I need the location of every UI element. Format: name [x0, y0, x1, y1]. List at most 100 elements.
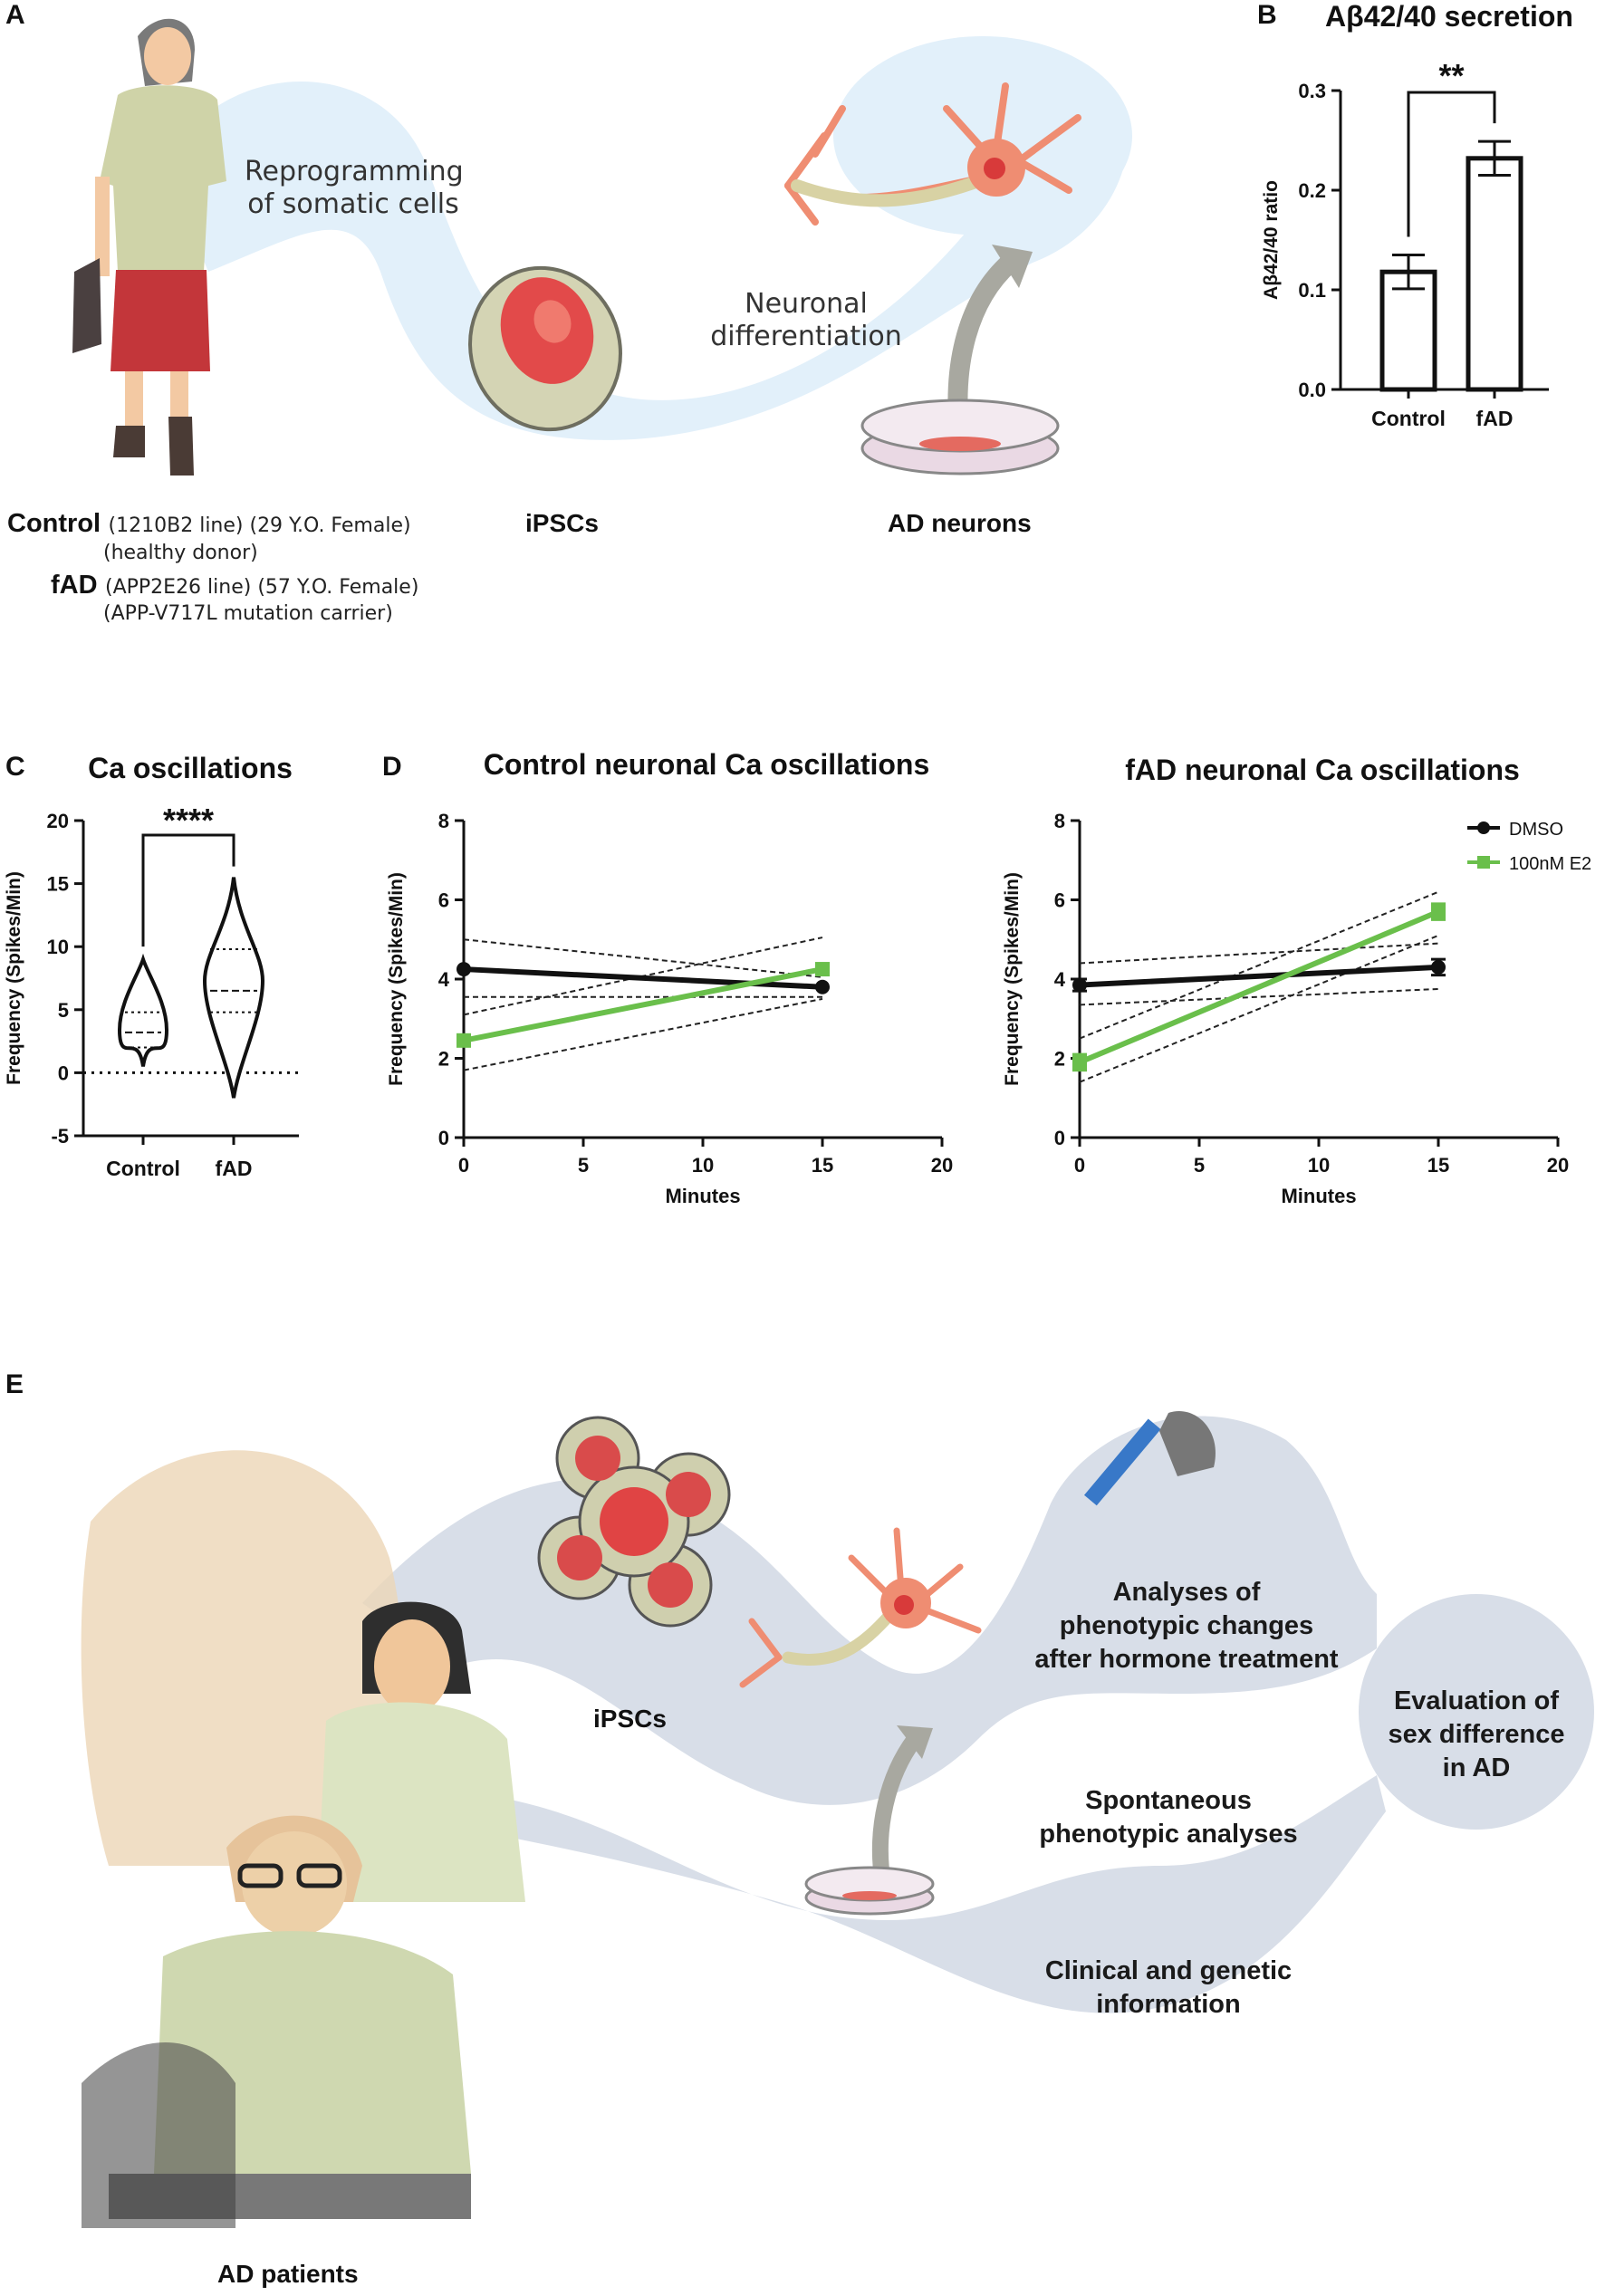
- control-line-1: (1210B2 line) (29 Y.O. Female): [108, 514, 411, 537]
- control-donor-figure: [72, 18, 226, 476]
- chart-d2-ytick-label: 4: [1054, 968, 1066, 991]
- chart-d1-xtick-label: 15: [812, 1154, 833, 1177]
- clinical-line-2: information: [1096, 1990, 1241, 2019]
- chart-d1-xtick-label: 0: [458, 1154, 469, 1177]
- chart-b-title: Aβ42/40 secretion: [1325, 0, 1573, 33]
- evaluation-line-3: in AD: [1442, 1753, 1511, 1782]
- chart-c-violin: [202, 877, 265, 1099]
- chart-d2-xtick-label: 5: [1194, 1154, 1205, 1177]
- axon-sheath: [791, 175, 985, 207]
- evaluation-line-1: Evaluation of: [1393, 1686, 1560, 1715]
- chart-d1-xtick-label: 5: [578, 1154, 589, 1177]
- pipette-hand: [1083, 1411, 1216, 1506]
- chart-c-significance: ****: [163, 802, 214, 839]
- chart-d1-e2-point: [815, 962, 830, 977]
- clinical-flow: [471, 1775, 1386, 2013]
- chart-d2-e2-ci-lower: [1079, 934, 1439, 1083]
- control-line-2: (healthy donor): [103, 542, 258, 564]
- chart-d1-xtick-label: 20: [931, 1154, 953, 1177]
- chart-d2-dmso-line: [1079, 964, 1439, 988]
- control-name: Control: [7, 509, 101, 538]
- evaluation-bubble: [1359, 1594, 1594, 1830]
- reprogramming-line-2: of somatic cells: [247, 188, 459, 220]
- chart-d2-legend-marker: [1477, 856, 1490, 869]
- chart-d1-xtick-label: 10: [692, 1154, 714, 1177]
- differentiation-line-1: Neuronal: [745, 288, 868, 320]
- analyses-line-3: after hormone treatment: [1034, 1645, 1339, 1674]
- clinical-line-1: Clinical and genetic: [1044, 1956, 1293, 1985]
- chart-d2-dmso-point: [1072, 977, 1087, 993]
- chart-d1-ytick-label: 8: [438, 810, 449, 832]
- spontaneous-line-2: phenotypic analyses: [1039, 1820, 1298, 1849]
- panel-letter-a: A: [5, 0, 25, 30]
- elderly-figure-bg: [81, 1450, 402, 1866]
- evaluation-label: Evaluation of sex difference in AD: [1377, 1685, 1576, 1785]
- chart-d2-ytick-label: 8: [1054, 810, 1065, 832]
- ipscs-label-e: iPSCs: [593, 1705, 667, 1733]
- chart-d2-legend-label: DMSO: [1509, 820, 1563, 840]
- chart-d1-ytick-label: 2: [438, 1048, 449, 1071]
- panel-letter-b: B: [1257, 0, 1277, 30]
- chart-d2-legend-marker: [1477, 821, 1490, 834]
- chart-d2-xtick-label: 0: [1074, 1154, 1085, 1177]
- chart-d2-ytick-label: 0: [1054, 1127, 1065, 1149]
- chart-d1-dmso-point: [457, 962, 471, 977]
- reprogramming-label: Reprogramming of somatic cells: [245, 156, 464, 221]
- chart-c-ytick-label: 20: [47, 810, 69, 832]
- chart-d2-ytick-label: 2: [1054, 1048, 1065, 1071]
- chart-d1-dmso-ci-upper: [463, 938, 823, 978]
- chart-d1-dmso-point: [815, 979, 830, 994]
- chart-d2-ytick-label: 6: [1054, 889, 1065, 912]
- chart-d2-e2-ci-upper: [1079, 890, 1439, 1040]
- chart-c-ytick-label: 10: [47, 936, 69, 958]
- differentiation-line-2: differentiation: [710, 321, 902, 352]
- caregiver-figure: [317, 1601, 525, 1902]
- chart-c-ytick-label: 0: [58, 1062, 69, 1084]
- chart-d1-ytick-label: 6: [438, 889, 449, 912]
- chart-d1-dmso-line: [463, 966, 823, 990]
- chart-d1-ylabel: Frequency (Spikes/Min): [386, 872, 407, 1086]
- patient-figure: [82, 1815, 471, 2228]
- chart-d2-e2-point: [1431, 904, 1446, 919]
- chart-d2-xtick-label: 20: [1547, 1154, 1569, 1177]
- chart-d2-xlabel: Minutes: [1281, 1185, 1356, 1207]
- patient-axon: [782, 1606, 899, 1667]
- chart-b-ytick-label: 0.3: [1298, 80, 1326, 102]
- control-donor-info: Control (1210B2 line) (29 Y.O. Female): [7, 509, 411, 539]
- reprogramming-line-1: Reprogramming: [245, 156, 464, 187]
- chart-d2-e2-point: [1072, 1054, 1087, 1070]
- chart-c-ytick-label: 5: [58, 999, 69, 1022]
- chart-c-category-label: Control: [106, 1157, 180, 1180]
- panel-a-illustration: [72, 18, 1132, 476]
- evaluation-line-2: sex difference: [1388, 1720, 1565, 1749]
- chart-d2-ylabel: Frequency (Spikes/Min): [1002, 872, 1023, 1086]
- chart-d1-title: Control neuronal Ca oscillations: [483, 748, 930, 781]
- chart-b-bar: [1466, 156, 1523, 392]
- petri-dish: [860, 399, 1060, 476]
- analyses-line-2: phenotypic changes: [1059, 1611, 1314, 1640]
- panel-letter-d: D: [382, 752, 402, 782]
- chart-d2-dmso-ci-upper: [1079, 942, 1439, 965]
- differentiation-label: Neuronal differentiation: [697, 288, 915, 353]
- chart-b-category-label: fAD: [1476, 407, 1514, 430]
- chart-d2-dmso-ci-lower: [1079, 987, 1439, 1006]
- ad-neurons-label: AD neurons: [888, 509, 1032, 537]
- chart-d2-xtick-label: 10: [1308, 1154, 1330, 1177]
- chart-c-significance-bracket: [141, 833, 235, 947]
- reprogramming-flow: [163, 80, 1129, 440]
- chart-c-ytick-label: -5: [51, 1125, 69, 1148]
- patient-arrow: [871, 1734, 922, 1886]
- fad-name: fAD: [51, 571, 98, 600]
- chart-d1-e2-line: [463, 966, 823, 1043]
- chart-c-title: Ca oscillations: [88, 752, 293, 784]
- analyses-line-1: Analyses of: [1112, 1578, 1261, 1607]
- ipscs-label-a: iPSCs: [525, 509, 599, 537]
- chart-b-significance: **: [1438, 57, 1464, 94]
- chart-b-ytick-label: 0.0: [1298, 379, 1326, 401]
- patient-petri-dish: [804, 1866, 935, 1916]
- panel-letter-e: E: [5, 1369, 24, 1399]
